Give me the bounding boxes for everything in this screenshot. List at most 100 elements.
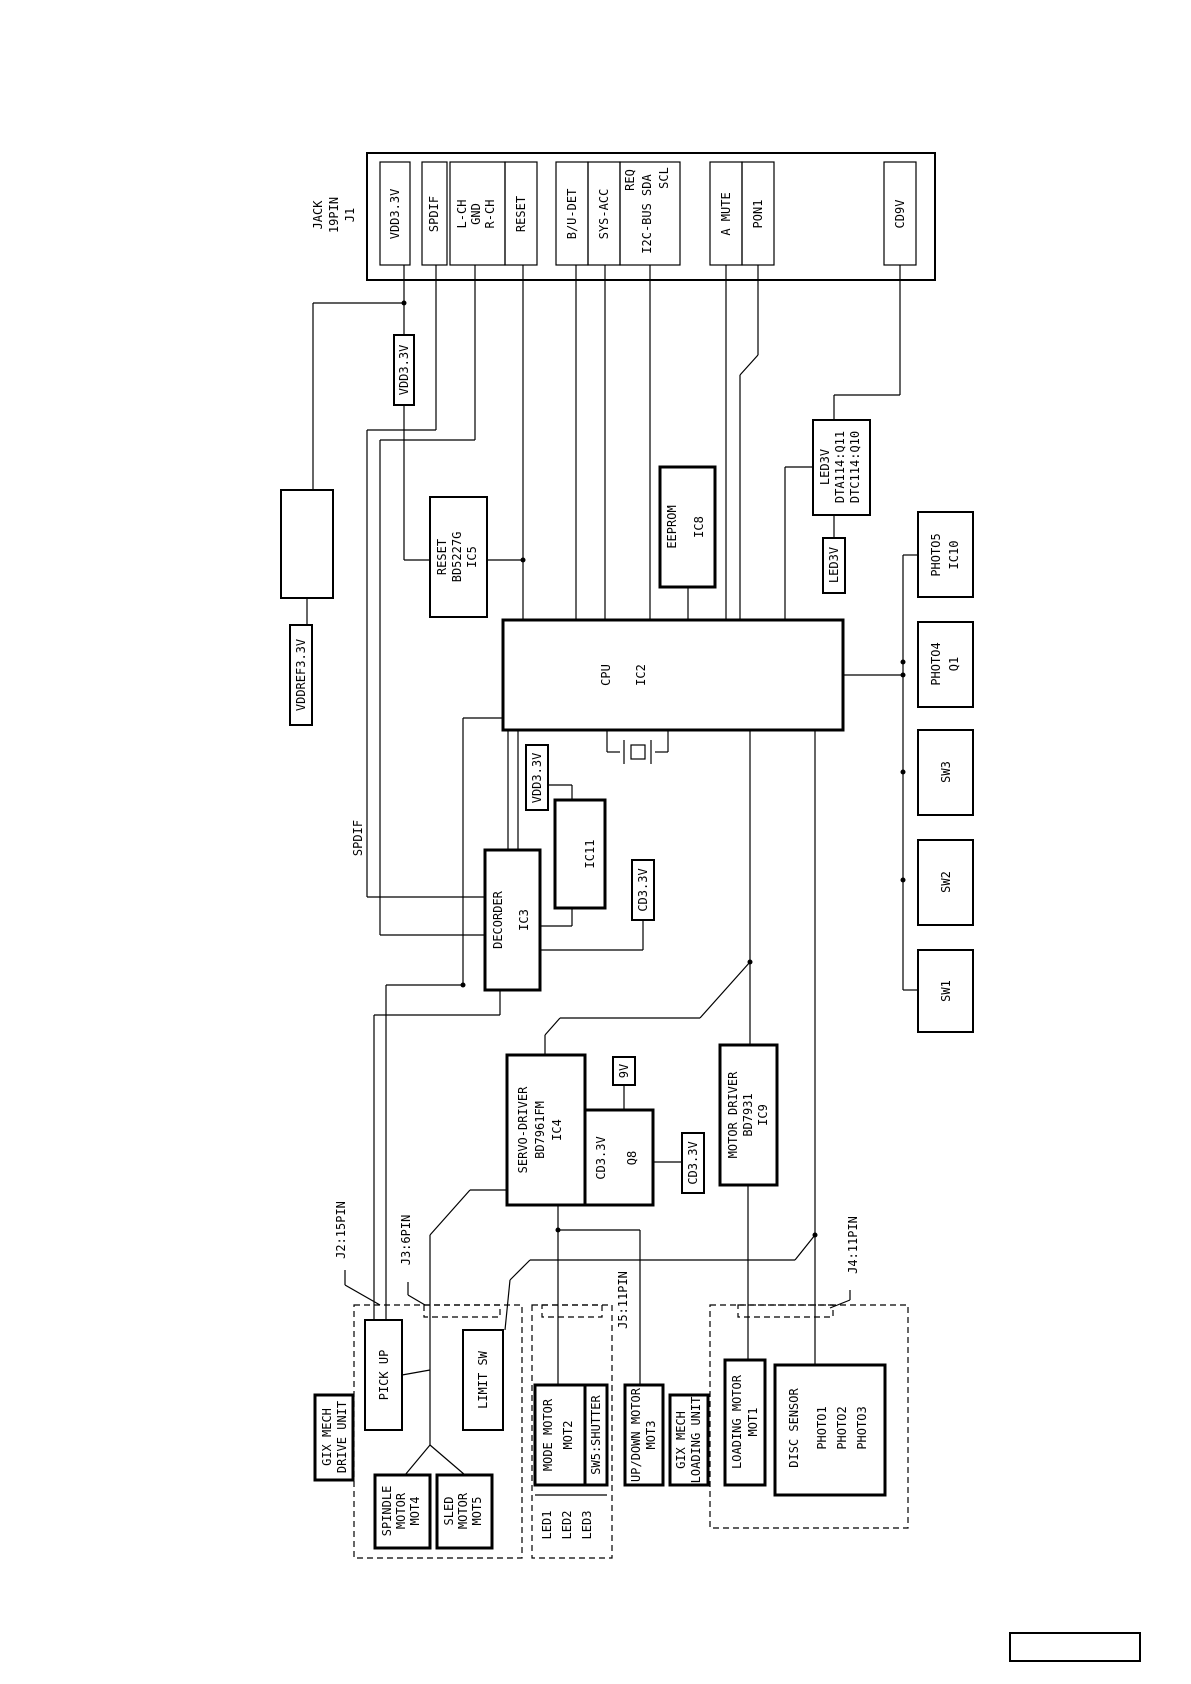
jack-connector-j1: JACK 19PIN J1 VDD3.3V SPDIF L-CH GND R-C…: [311, 152, 936, 281]
q8-block: [583, 1108, 655, 1207]
sw2-label: SW2: [939, 871, 953, 893]
led3v-tag-box: [822, 537, 846, 594]
j2-label: J2:15PIN: [334, 1201, 348, 1259]
photo4-q1-block: [917, 621, 974, 708]
mode-motor-line1: MODE MOTOR: [541, 1398, 555, 1471]
jack-pin-reset: RESET: [514, 196, 528, 232]
page-number-box: [1009, 1632, 1141, 1662]
cpu-ic-label: IC2: [634, 664, 648, 686]
eeprom-ic8-block: [658, 465, 717, 589]
pickup-label: PICK UP: [377, 1350, 391, 1401]
sled-line1: SLED: [442, 1497, 456, 1526]
jack-pin-i2c-sda: I2C-BUS SDA: [640, 173, 654, 253]
drive-unit-line2: DRIVE UNIT: [335, 1401, 349, 1473]
spindle-line2: MOTOR: [394, 1492, 408, 1529]
photo4-line1: PHOTO4: [929, 642, 943, 685]
vdd33-tag-box: [393, 334, 415, 406]
q8-line2: Q8: [625, 1151, 639, 1165]
led2-label: LED2: [560, 1511, 574, 1540]
eeprom-line1: EEPROM: [665, 505, 679, 548]
photo4-line2: Q1: [947, 657, 961, 671]
sw3-block: [917, 729, 974, 816]
photo5-ic10-block: [917, 511, 974, 598]
led3v-block-line1: LED3V: [818, 449, 832, 485]
led3v-tag: LED3V: [827, 547, 841, 583]
j3-label: J3:6PIN: [399, 1215, 413, 1266]
jack-pin-vdd33: VDD3.3V: [388, 189, 402, 240]
decoder-line2: IC3: [517, 909, 531, 931]
servo-line2: BD7961FM: [533, 1101, 547, 1159]
loading-mech-group: MODE MOTOR MOT2 SW5:SHUTTER LED1 LED2 LE…: [531, 1304, 613, 1559]
updown-line1: UP/DOWN MOTOR: [629, 1387, 643, 1482]
spindle-line1: SPINDLE: [380, 1486, 394, 1537]
jack-pin-amute: A MUTE: [719, 192, 733, 235]
sled-line2: MOTOR: [456, 1492, 470, 1529]
led3v-block-line2: DTA114:Q11: [833, 431, 847, 503]
jack-label-line2: 19PIN: [327, 197, 341, 233]
ic11-label: IC11: [583, 840, 597, 869]
servo-line1: SERVO-DRIVER: [516, 1086, 530, 1173]
jack-pin-sysacc: SYS-ACC: [597, 189, 611, 240]
photo5-line2: IC10: [947, 541, 961, 570]
mode-motor-line2: MOT2: [561, 1421, 575, 1450]
vdd33-tag2: VDD3.3V: [530, 753, 544, 804]
vddref-tag-box: [289, 624, 313, 726]
jack-pin-spdif: SPDIF: [427, 196, 441, 232]
led3v-driver-block: [812, 419, 871, 516]
sw5-label: SW5:SHUTTER: [589, 1394, 603, 1474]
reset-ic5-block: [429, 496, 488, 618]
eeprom-line2: IC8: [692, 516, 706, 538]
jack-pin-req: REQ: [623, 169, 637, 191]
loading-motor-line1: LOADING MOTOR: [730, 1374, 744, 1469]
led1-label: LED1: [540, 1511, 554, 1540]
pickup-block: [364, 1319, 403, 1431]
sw1-block: [917, 949, 974, 1033]
cd33-tag: CD3.3V: [636, 868, 650, 911]
vddref-regulator-block: [280, 489, 334, 599]
disc-sensor-line4: PHOTO3: [855, 1406, 869, 1449]
cpu-ic2-block: [501, 618, 845, 732]
q8-line1: CD3.3V: [594, 1136, 608, 1179]
loading-unit-label-box: [668, 1393, 710, 1487]
motor-driver-line3: IC9: [756, 1104, 770, 1126]
ic11-block: [553, 798, 607, 910]
jack-label-line3: J1: [343, 208, 357, 222]
jack-pin-gnd: GND: [469, 203, 483, 225]
sw2-block: [917, 839, 974, 926]
jack-pin-rch: R-CH: [483, 200, 497, 229]
cpu-label: CPU: [599, 664, 613, 686]
limit-sw-label: LIMIT SW: [476, 1350, 490, 1409]
mode-motor-block: [533, 1383, 587, 1487]
reset-ic5-line3: IC5: [465, 546, 479, 568]
vddref-tag: VDDREF3.3V: [294, 639, 308, 711]
disc-sensor-group: LOADING MOTOR MOT1 DISC SENSOR PHOTO1 PH…: [709, 1304, 909, 1529]
loading-unit-line2: LOADING UNIT: [689, 1397, 703, 1484]
jack-pin-lch: L-CH: [455, 200, 469, 229]
led3-label: LED3: [580, 1511, 594, 1540]
spdif-wire-label: SPDIF: [351, 820, 365, 856]
sled-motor-block: [435, 1473, 494, 1550]
cd33-tag2-box: [681, 1132, 705, 1194]
vdd33-tag2-box: [525, 744, 549, 811]
motor-driver-line1: MOTOR DRIVER: [726, 1071, 740, 1158]
crystal-oscillator: [606, 730, 669, 764]
jack-pin-cd9v: CD9V: [893, 200, 907, 229]
jack-pin-pon1: PON1: [751, 200, 765, 229]
servo-driver-ic4-block: [505, 1053, 587, 1207]
drive-unit-label-box: [313, 1393, 355, 1482]
updown-line2: MOT3: [644, 1421, 658, 1450]
disc-sensor-block: [773, 1363, 887, 1497]
drive-unit-group: PICK UP LIMIT SW SPINDLE MOTOR MOT4 SLED…: [353, 1304, 523, 1559]
loading-motor-line2: MOT1: [746, 1408, 760, 1437]
vdd33-tag: VDD3.3V: [397, 345, 411, 396]
jack-label-line1: JACK: [311, 200, 325, 230]
sled-line3: MOT5: [470, 1497, 484, 1526]
spindle-motor-block: [373, 1473, 432, 1550]
spindle-line3: MOT4: [408, 1497, 422, 1526]
jack-pin-scl: SCL: [657, 167, 671, 189]
photo5-line1: PHOTO5: [929, 533, 943, 576]
decoder-line1: DECORDER: [491, 890, 505, 949]
disc-sensor-line2: PHOTO1: [815, 1406, 829, 1449]
loading-motor-block: [723, 1358, 767, 1487]
